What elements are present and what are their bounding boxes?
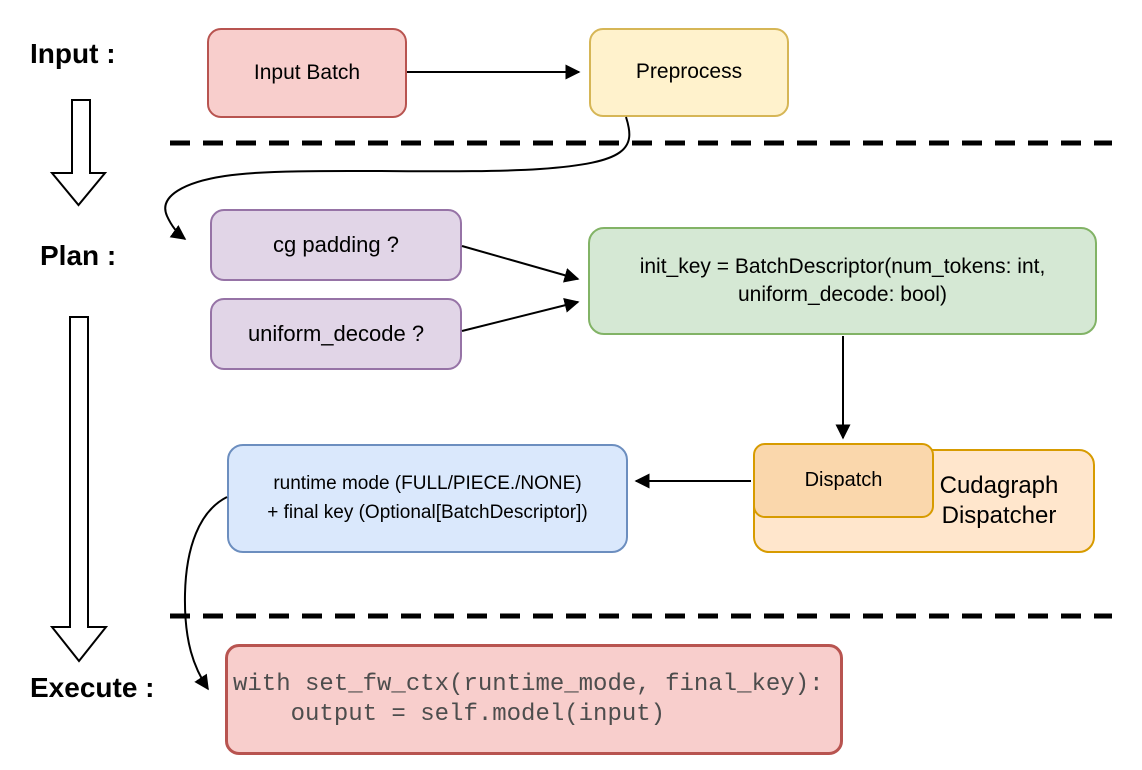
arrow-cg-padding-to-init-key [461, 245, 580, 283]
node-execute-code: with set_fw_ctx(runtime_mode, final_key)… [225, 644, 843, 755]
arrow-runtime-mode-to-execute-code [183, 496, 228, 691]
hollow-arrow-input-to-plan [49, 99, 108, 207]
node-dispatch: Dispatch [753, 443, 934, 518]
node-preprocess: Preprocess [589, 28, 789, 117]
arrow-uniform-decode-to-init-key [461, 297, 580, 332]
node-runtime-mode-final-key: runtime mode (FULL/PIECE./NONE) + final … [227, 444, 628, 553]
node-input-batch: Input Batch [207, 28, 407, 118]
node-cg-padding: cg padding ? [210, 209, 462, 281]
node-init-key: init_key = BatchDescriptor(num_tokens: i… [588, 227, 1097, 335]
stage-label-plan: Plan : [40, 240, 117, 271]
stage-label-input: Input : [30, 38, 116, 69]
cudagraph-dispatcher-label: Cudagraph Dispatcher [939, 472, 1059, 529]
hollow-arrow-plan-to-execute [49, 316, 109, 663]
stage-label-execute: Execute : [30, 672, 155, 703]
node-uniform-decode: uniform_decode ? [210, 298, 462, 370]
